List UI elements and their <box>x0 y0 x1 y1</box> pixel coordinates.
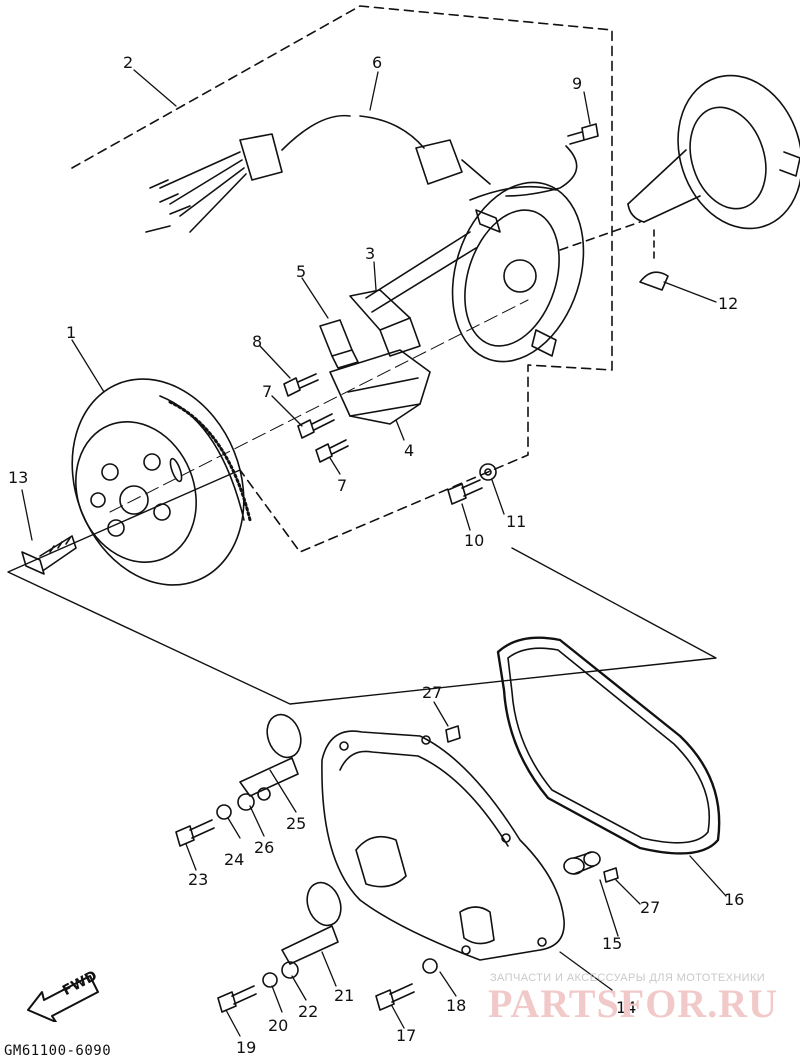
leader-lines <box>21 69 727 1037</box>
wire-harness <box>145 114 578 233</box>
cover-bolts <box>175 787 438 1013</box>
crankcase-gasket <box>496 636 721 855</box>
crank-housing <box>559 74 800 251</box>
callout-3: 3 <box>365 244 376 263</box>
pickup-coil <box>349 231 477 357</box>
crankcase-cover <box>321 730 565 961</box>
ground-bolt <box>567 123 599 145</box>
callout-23: 23 <box>188 870 209 889</box>
callout-6: 6 <box>372 53 383 72</box>
flywheel-bolt <box>21 535 77 575</box>
callout-21: 21 <box>334 986 355 1005</box>
flywheel-rotor <box>71 378 252 586</box>
callout-11: 11 <box>506 512 527 531</box>
callout-17: 17 <box>396 1026 417 1045</box>
stator-group-boundary <box>71 5 613 553</box>
axis-line <box>109 299 529 513</box>
callout-7b: 7 <box>337 476 348 495</box>
callout-27b: 27 <box>640 898 661 917</box>
dowel-pin <box>563 851 601 875</box>
plate-bolt-washer <box>447 463 497 505</box>
callout-8: 8 <box>252 332 263 351</box>
callout-20: 20 <box>268 1016 289 1035</box>
woodruff-key <box>639 229 669 291</box>
stator-screws <box>283 373 349 463</box>
callout-7a: 7 <box>262 382 273 401</box>
callout-15: 15 <box>602 934 623 953</box>
fwd-arrow-icon <box>27 975 99 1022</box>
callout-4: 4 <box>404 441 415 460</box>
diagram-code: GM61100-6090 <box>4 1043 112 1059</box>
hose-clamp-lower <box>281 881 342 965</box>
plug-27-lower <box>603 867 619 883</box>
callout-9: 9 <box>572 74 583 93</box>
callout-25: 25 <box>286 814 307 833</box>
hose-clamp-upper <box>239 713 302 797</box>
callout-26: 26 <box>254 838 275 857</box>
callout-1: 1 <box>66 323 77 342</box>
callout-16: 16 <box>724 890 745 909</box>
callout-24: 24 <box>224 850 245 869</box>
charge-coil <box>329 349 431 425</box>
callout-2: 2 <box>123 53 134 72</box>
coil-bracket <box>319 319 359 369</box>
callout-14: 14 <box>616 998 637 1017</box>
rotor-group-boundary <box>7 469 717 705</box>
callout-22: 22 <box>298 1002 319 1021</box>
plug-27-upper <box>445 725 461 743</box>
callout-27a: 27 <box>422 683 443 702</box>
callout-5: 5 <box>296 262 307 281</box>
stator-plate <box>451 181 585 363</box>
callout-12: 12 <box>718 294 739 313</box>
watermark-caption: ЗАПЧАСТИ И АКСЕССУАРЫ ДЛЯ МОТОТЕХНИКИ <box>490 972 766 984</box>
callout-13: 13 <box>8 468 29 487</box>
callout-19: 19 <box>236 1038 257 1057</box>
callout-10: 10 <box>464 531 485 550</box>
callout-18: 18 <box>446 996 467 1015</box>
watermark-brand: PARTSFOR.RU <box>488 981 778 1026</box>
